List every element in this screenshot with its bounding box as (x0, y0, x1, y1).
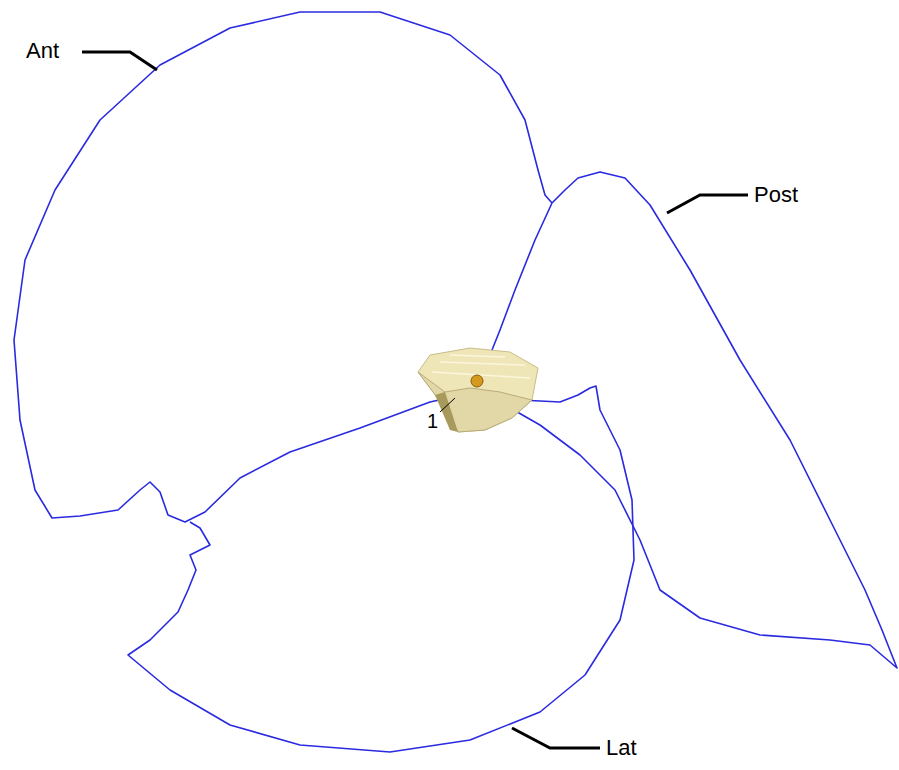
vestibule-block (418, 348, 538, 432)
leader-lines (82, 52, 748, 748)
lateral-canal-outline (128, 386, 634, 752)
posterior-canal-outline (482, 172, 897, 668)
anterior-canal-outline (14, 12, 552, 522)
part-label: Post (754, 184, 798, 206)
center-dot (471, 375, 483, 387)
callout-number: 1 (427, 411, 438, 431)
part-label: Ant (26, 40, 59, 62)
part-label: Lat (606, 737, 637, 759)
